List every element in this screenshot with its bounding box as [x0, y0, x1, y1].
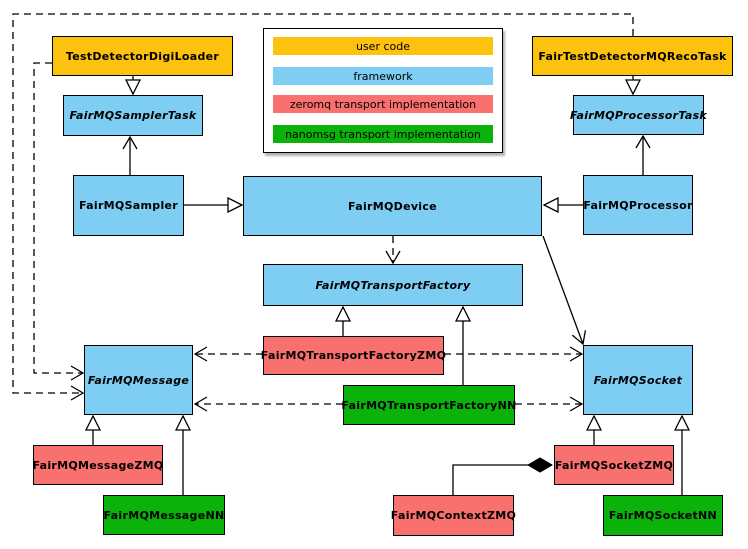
node-label: FairMQContextZMQ — [390, 509, 517, 522]
node-fairmq-message-zmq: FairMQMessageZMQ — [32, 445, 164, 485]
node-fairmq-processor: FairMQProcessor — [583, 175, 693, 235]
legend: user code framework zeromq transport imple… — [263, 28, 503, 153]
legend-item-label: user code — [355, 39, 411, 53]
node-label: FairMQMessage — [87, 373, 190, 387]
edge-association-fairmq-device-to-fairmq-socket — [542, 235, 583, 344]
node-fairmq-socket-zmq: FairMQSocketZMQ — [554, 445, 674, 485]
node-label: FairMQTransportFactoryZMQ — [260, 349, 447, 362]
node-fairmq-sampler-task: FairMQSamplerTask — [63, 95, 203, 136]
node-fairmq-transport-factory-zmq: FairMQTransportFactoryZMQ — [260, 336, 447, 375]
node-fairmq-sampler: FairMQSampler — [73, 175, 184, 236]
legend-item-label: framework — [353, 69, 413, 83]
node-fairmq-device: FairMQDevice — [243, 176, 542, 236]
node-label: FairMQProcessorTask — [569, 108, 708, 122]
legend-item-label: zeromq transport implementation — [289, 97, 477, 111]
node-test-detector-digi-loader: TestDetectorDigiLoader — [52, 36, 233, 76]
node-fairmq-message-nn: FairMQMessageNN — [103, 495, 225, 535]
node-fair-test-detector-mq-reco-task: FairTestDetectorMQRecoTask — [532, 36, 733, 76]
legend-item-nanomsg: nanomsg transport implementation — [273, 125, 493, 143]
edge-composition-fairmq-context-zmq-to-fairmq-socket-zmq — [452, 457, 553, 495]
node-fairmq-socket-nn: FairMQSocketNN — [603, 495, 723, 536]
node-fairmq-context-zmq: FairMQContextZMQ — [390, 495, 517, 536]
node-fairmq-socket: FairMQSocket — [583, 345, 693, 415]
node-label: FairTestDetectorMQRecoTask — [538, 49, 727, 63]
node-label: TestDetectorDigiLoader — [65, 49, 220, 63]
node-label: FairMQDevice — [348, 199, 437, 213]
node-fairmq-processor-task: FairMQProcessorTask — [569, 95, 708, 135]
legend-item-user_code: user code — [273, 37, 493, 55]
node-fairmq-transport-factory: FairMQTransportFactory — [263, 264, 523, 306]
legend-item-zeromq: zeromq transport implementation — [273, 95, 493, 113]
node-label: FairMQSamplerTask — [69, 109, 197, 122]
node-label: FairMQSocket — [593, 373, 683, 387]
node-fairmq-transport-factory-nn: FairMQTransportFactoryNN — [341, 385, 517, 425]
legend-item-label: nanomsg transport implementation — [285, 127, 481, 141]
edge-dependency-fair-test-detector-mq-reco-task-to-fairmq-message — [12, 13, 634, 393]
legend-item-framework: framework — [273, 67, 493, 85]
node-label: FairMQSampler — [78, 199, 179, 212]
node-label: FairMQTransportFactoryNN — [341, 398, 517, 412]
node-fairmq-message: FairMQMessage — [84, 345, 193, 415]
node-label: FairMQSocketZMQ — [554, 458, 674, 472]
node-label: FairMQProcessor — [583, 198, 693, 212]
node-label: FairMQSocketNN — [608, 509, 718, 522]
node-label: FairMQMessageZMQ — [32, 458, 164, 472]
node-label: FairMQTransportFactory — [315, 278, 471, 292]
edge-dependency-test-detector-digi-loader-to-fairmq-message — [33, 62, 83, 373]
node-label: FairMQMessageNN — [103, 508, 225, 522]
